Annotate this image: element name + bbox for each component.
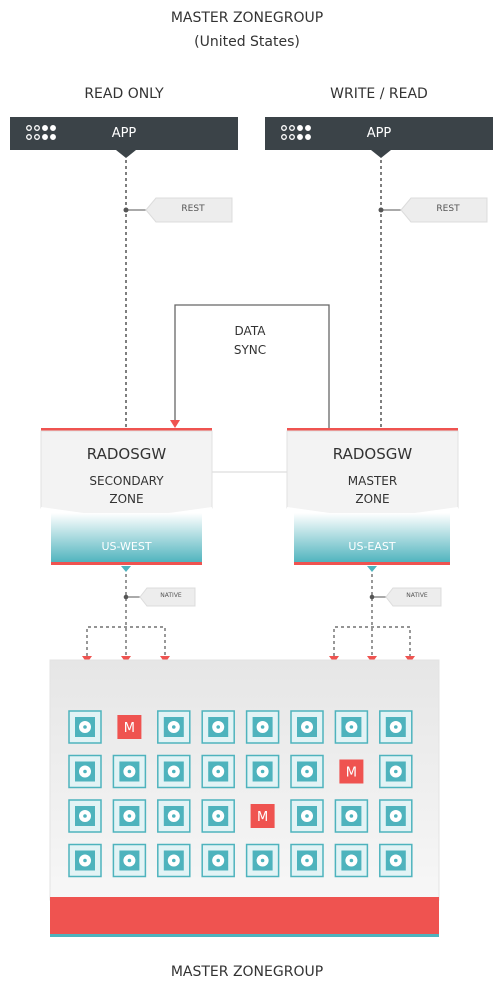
header-subtitle: (United States) — [194, 34, 300, 50]
right-app-label: APP — [366, 126, 392, 141]
monitor-letter: M — [257, 810, 268, 825]
header-title: MASTER ZONEGROUP — [170, 10, 324, 26]
left-app-label: APP — [111, 126, 137, 141]
right-gateway — [286, 428, 459, 572]
disk-icon — [290, 799, 324, 833]
right-native-label: NATIVE — [406, 592, 428, 599]
disk-icon — [201, 710, 235, 744]
left-gateway — [40, 428, 213, 572]
disk-icon — [157, 710, 191, 744]
left-gateway-title: RADOSGW — [86, 445, 167, 463]
left-app-bar — [10, 117, 238, 158]
monitor-letter: M — [346, 766, 357, 781]
right-rest-label: REST — [436, 204, 460, 214]
right-gateway-title: RADOSGW — [332, 445, 413, 463]
right-app-bar — [265, 117, 493, 158]
disk-icon — [290, 754, 324, 789]
disk-icon — [334, 710, 369, 744]
right-zone-label-line1: MASTER — [347, 474, 398, 488]
disk-icon — [112, 843, 147, 878]
disk-icon — [68, 754, 102, 789]
left-region-label: US-WEST — [101, 540, 152, 553]
sync-label-line2: SYNC — [233, 343, 267, 357]
data-sync-connector — [170, 304, 330, 428]
dots-icon — [281, 125, 311, 140]
disk-icon — [290, 710, 324, 744]
disk-icon — [245, 843, 280, 878]
disk-icon — [245, 754, 280, 789]
right-rest-tag — [378, 197, 488, 223]
right-zone-label-line2: ZONE — [355, 492, 390, 506]
disk-icon — [201, 754, 235, 789]
disk-icon — [68, 710, 102, 744]
monitor-icon: M — [250, 804, 275, 828]
monitor-icon: M — [117, 715, 142, 739]
disk-icon — [157, 754, 191, 789]
disk-icon — [157, 843, 191, 878]
left-access-label: READ ONLY — [84, 86, 164, 102]
disk-icon — [201, 799, 235, 833]
disk-icon — [334, 799, 369, 833]
right-access-label: WRITE / READ — [330, 86, 428, 102]
left-zone-label-line2: ZONE — [109, 492, 144, 506]
monitor-icon: M — [339, 759, 364, 784]
storage-cluster: M M M — [49, 659, 440, 937]
osd-grid: M M M — [68, 710, 413, 878]
disk-icon — [112, 754, 147, 789]
disk-icon — [379, 754, 413, 789]
monitor-letter: M — [124, 721, 135, 736]
disk-icon — [379, 710, 413, 744]
left-rest-label: REST — [181, 204, 205, 214]
disk-icon — [157, 799, 191, 833]
left-native-label: NATIVE — [160, 592, 182, 599]
disk-icon — [245, 710, 280, 744]
left-native-link — [82, 574, 196, 663]
disk-icon — [290, 843, 324, 878]
disk-icon — [334, 843, 369, 878]
disk-icon — [68, 843, 102, 878]
right-native-link — [329, 574, 442, 663]
footer-title: MASTER ZONEGROUP — [170, 964, 324, 980]
disk-icon — [68, 799, 102, 833]
dots-icon — [26, 125, 56, 140]
disk-icon — [201, 843, 235, 878]
left-rest-tag — [123, 197, 233, 223]
sync-label-line1: DATA — [234, 324, 266, 338]
left-zone-label-line1: SECONDARY — [89, 474, 164, 488]
disk-icon — [379, 843, 413, 878]
disk-icon — [112, 799, 147, 833]
right-region-label: US-EAST — [348, 540, 396, 553]
disk-icon — [379, 799, 413, 833]
